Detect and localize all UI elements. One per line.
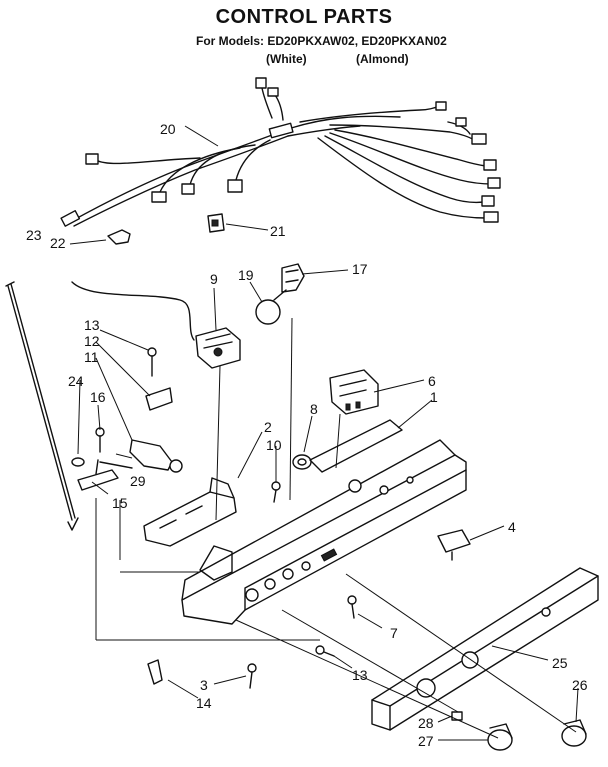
callout-6: 6 xyxy=(428,373,436,389)
callout-14: 14 xyxy=(196,695,212,711)
callout-10: 10 xyxy=(266,437,282,453)
callout-12: 12 xyxy=(84,333,100,349)
washer-24 xyxy=(71,457,85,467)
bracket-12 xyxy=(145,387,173,411)
callout-7: 7 xyxy=(390,625,398,641)
grommet-8 xyxy=(292,454,312,470)
callout-1: 1 xyxy=(430,389,438,405)
callout-15: 15 xyxy=(112,495,128,511)
callout-26: 26 xyxy=(572,677,588,693)
callout-4: 4 xyxy=(508,519,516,535)
callout-9: 9 xyxy=(210,271,218,287)
defrost-timer-6 xyxy=(329,369,379,415)
cam-assembly-11 xyxy=(99,439,183,473)
clip-22 xyxy=(107,229,131,245)
wire-harness xyxy=(60,77,501,227)
knob-26 xyxy=(561,719,587,747)
bracket-2 xyxy=(143,477,237,547)
screw-16 xyxy=(95,427,105,453)
callout-11: 11 xyxy=(84,349,99,365)
callout-20: 20 xyxy=(160,121,176,137)
variant-white: (White) xyxy=(266,52,307,66)
leader-arrows xyxy=(69,125,579,741)
control-housing-1 xyxy=(181,419,467,625)
callout-3: 3 xyxy=(200,677,208,693)
assembly-lines xyxy=(95,365,577,739)
clip-28 xyxy=(451,711,463,721)
callout-19: 19 xyxy=(238,267,254,283)
screw-10 xyxy=(271,481,281,503)
callout-28: 28 xyxy=(418,715,434,731)
callout-13-lower: 13 xyxy=(352,667,368,683)
callout-23: 23 xyxy=(26,227,42,243)
leader-line xyxy=(289,317,293,501)
light-bulb-19 xyxy=(255,289,287,325)
callout-16: 16 xyxy=(90,389,106,405)
callout-2: 2 xyxy=(264,419,272,435)
clip-21 xyxy=(207,213,225,233)
screw-3 xyxy=(247,663,257,689)
callout-29: 29 xyxy=(130,473,146,489)
lamp-socket-17 xyxy=(281,263,305,293)
connector-4 xyxy=(437,529,471,561)
callout-17: 17 xyxy=(352,261,368,277)
thermostat-9 xyxy=(195,327,241,369)
shaft-rod-23 xyxy=(5,281,79,531)
callout-24: 24 xyxy=(68,373,84,389)
callout-25: 25 xyxy=(552,655,568,671)
callout-8: 8 xyxy=(310,401,318,417)
callout-22: 22 xyxy=(50,235,66,251)
callout-13-upper: 13 xyxy=(84,317,100,333)
control-panel-25 xyxy=(371,567,599,731)
callout-27: 27 xyxy=(418,733,434,749)
diagram-title: CONTROL PARTS xyxy=(215,6,393,28)
screw-13 xyxy=(147,347,157,377)
capillary-tube xyxy=(71,281,195,341)
screw-7 xyxy=(347,595,357,619)
screw-13-lower xyxy=(315,645,335,657)
model-numbers: For Models: ED20PKXAW02, ED20PKXAN02 xyxy=(196,34,447,48)
clip-14 xyxy=(147,659,163,685)
knob-27 xyxy=(487,723,513,751)
callout-21: 21 xyxy=(270,223,286,239)
actuator-15 xyxy=(77,459,119,491)
variant-almond: (Almond) xyxy=(356,52,409,66)
